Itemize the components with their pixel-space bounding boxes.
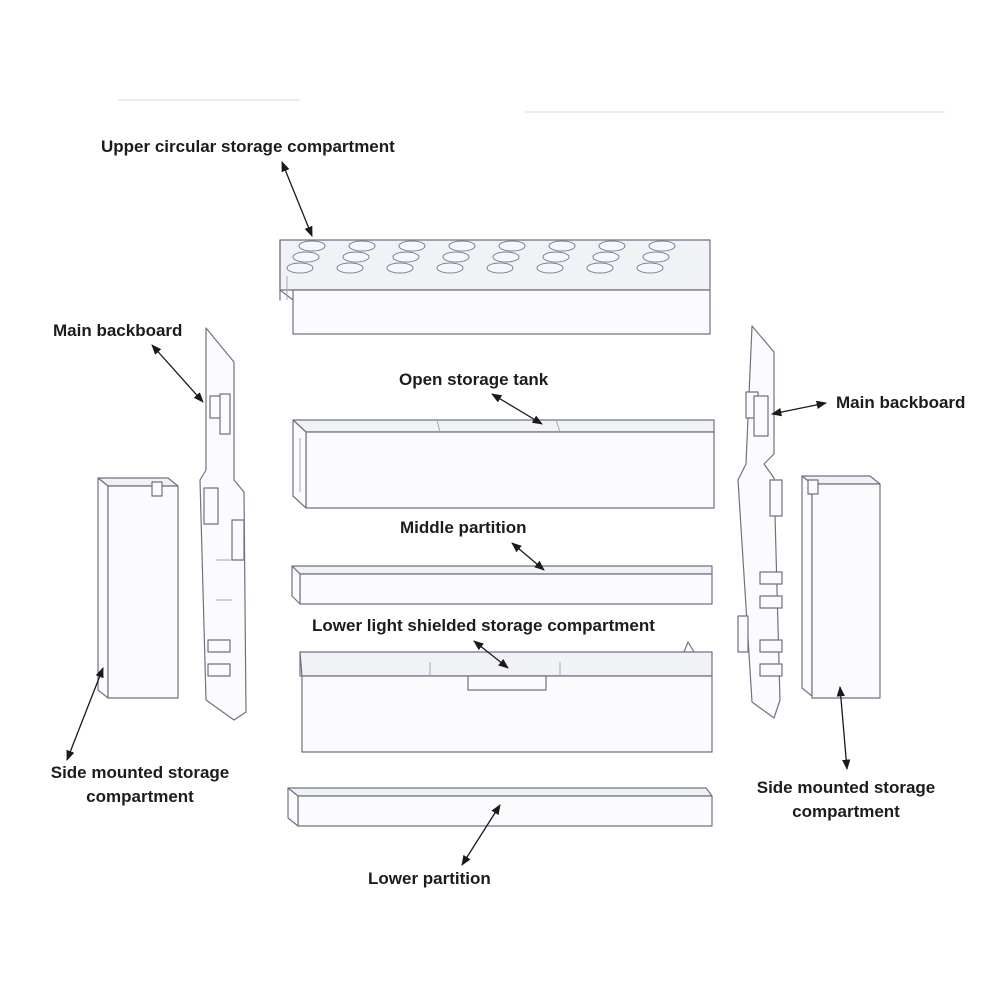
label-side-mounted-right: Side mounted storage compartment <box>746 776 946 824</box>
circular-hole <box>286 262 314 274</box>
circular-hole <box>342 251 370 263</box>
circular-hole <box>636 262 664 274</box>
circular-hole <box>498 240 526 252</box>
arrow-lower-light-shielded <box>473 640 509 669</box>
label-middle-partition: Middle partition <box>400 518 527 537</box>
label-main-backboard-left: Main backboard <box>53 321 183 340</box>
leader-arrows <box>66 161 851 866</box>
arrow-side-mounted-left <box>66 667 104 761</box>
label-upper-circular-compartment: Upper circular storage compartment <box>101 137 395 156</box>
arrow-middle-partition <box>511 542 545 571</box>
open-storage-tank <box>292 419 715 509</box>
circular-hole <box>442 251 470 263</box>
right-side-mounted-compartment <box>801 475 881 699</box>
circular-holes <box>286 240 676 274</box>
circular-hole <box>648 240 676 252</box>
circular-hole <box>348 240 376 252</box>
label-open-storage-tank: Open storage tank <box>399 370 549 389</box>
label-main-backboard-right: Main backboard <box>836 393 966 412</box>
circular-hole <box>336 262 364 274</box>
arrow-upper-circular <box>281 161 313 237</box>
arrow-side-mounted-right <box>836 685 851 771</box>
label-lower-partition: Lower partition <box>368 869 491 888</box>
circular-hole <box>592 251 620 263</box>
label-lower-light-shielded-compartment: Lower light shielded storage compartment <box>312 616 655 635</box>
label-side-mounted-right-line1: Side mounted storage <box>756 778 936 797</box>
circular-hole <box>642 251 670 263</box>
background-smudges <box>118 99 945 113</box>
circular-hole <box>586 262 614 274</box>
circular-hole <box>548 240 576 252</box>
arrow-lower-partition <box>461 804 501 866</box>
label-side-mounted-left-line2: compartment <box>86 787 194 806</box>
arrow-main-backboard-right <box>770 400 828 417</box>
circular-hole <box>298 240 326 252</box>
circular-hole <box>448 240 476 252</box>
arrow-open-storage-tank <box>491 393 543 425</box>
circular-hole <box>486 262 514 274</box>
lower-light-shielded-compartment <box>299 641 713 753</box>
circular-hole <box>598 240 626 252</box>
label-side-mounted-left: Side mounted storage compartment <box>40 761 240 809</box>
label-side-mounted-left-line1: Side mounted storage <box>50 763 230 782</box>
circular-hole <box>492 251 520 263</box>
arrow-main-backboard-left <box>151 344 204 403</box>
circular-hole <box>292 251 320 263</box>
right-main-backboard <box>737 325 783 719</box>
circular-hole <box>398 240 426 252</box>
left-main-backboard <box>199 327 247 721</box>
label-side-mounted-right-line2: compartment <box>792 802 900 821</box>
circular-hole <box>536 262 564 274</box>
circular-hole <box>542 251 570 263</box>
circular-hole <box>386 262 414 274</box>
left-side-mounted-compartment <box>97 477 179 699</box>
middle-partition <box>291 565 713 605</box>
lower-partition <box>287 787 713 827</box>
circular-hole <box>392 251 420 263</box>
upper-circular-compartment <box>279 239 711 335</box>
circular-hole <box>436 262 464 274</box>
